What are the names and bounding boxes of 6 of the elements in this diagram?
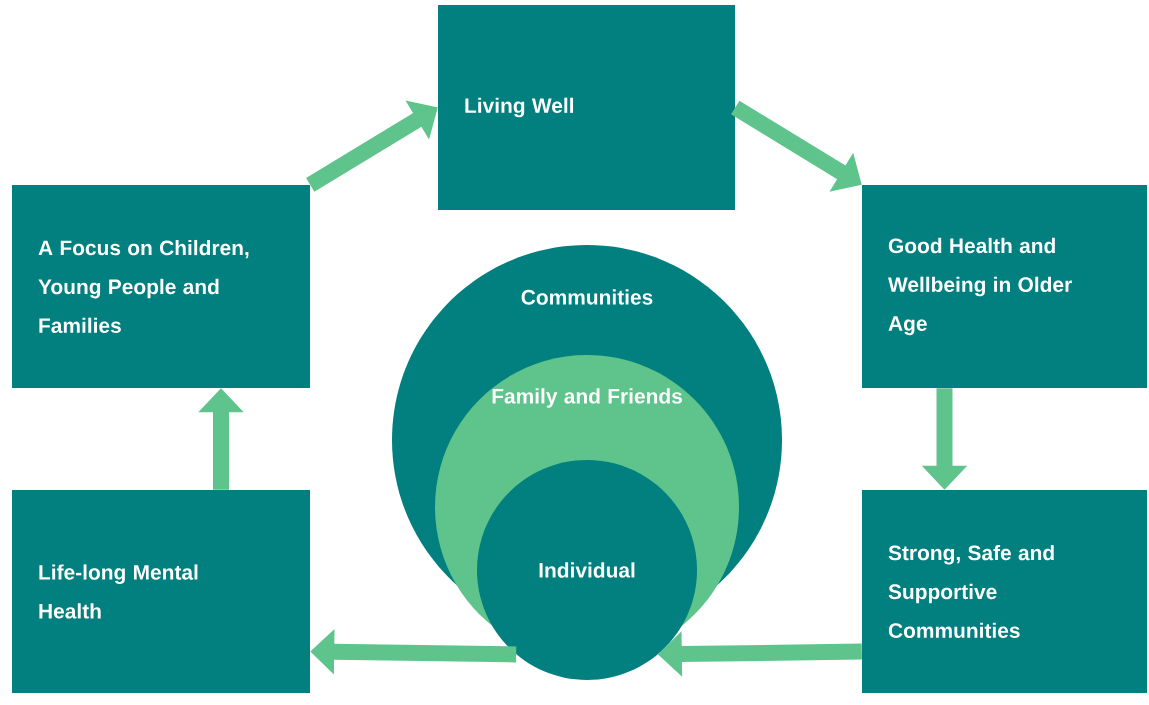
node-label: Communities (521, 289, 653, 305)
text-box: A Focus on Children, Young People and Families (12, 185, 310, 388)
text-box: Strong, Safe and Supportive Communities (862, 490, 1147, 693)
text-box: Living Well (438, 5, 735, 210)
text-box: Good Health and Wellbeing in Older Age (862, 185, 1147, 388)
text-box: Life-long Mental Health (12, 490, 310, 693)
